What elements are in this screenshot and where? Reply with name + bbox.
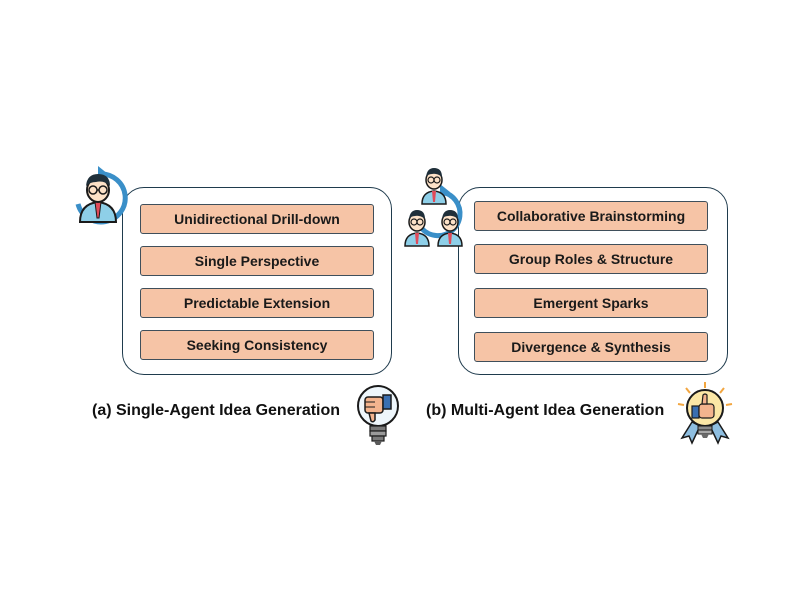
- thumbs-up-lightbulb-award-icon: [677, 382, 733, 445]
- single-agent-item-1: Unidirectional Drill-down: [140, 204, 374, 234]
- multi-agent-item-1: Collaborative Brainstorming: [474, 201, 708, 231]
- multi-agent-item-2: Group Roles & Structure: [474, 244, 708, 274]
- multi-agent-caption: (b) Multi-Agent Idea Generation: [426, 402, 665, 419]
- single-agent-item-4: Seeking Consistency: [140, 330, 374, 360]
- single-agent-avatar-icon: [75, 166, 128, 225]
- single-agent-caption: (a) Single-Agent Idea Generation: [92, 402, 341, 419]
- single-agent-item-3: Predictable Extension: [140, 288, 374, 318]
- multi-agent-item-4: Divergence & Synthesis: [474, 332, 708, 362]
- multi-agent-avatars-icon: [404, 168, 463, 247]
- multi-agent-item-3: Emergent Sparks: [474, 288, 708, 318]
- single-agent-item-2: Single Perspective: [140, 246, 374, 276]
- thumbs-down-lightbulb-icon: [357, 385, 399, 445]
